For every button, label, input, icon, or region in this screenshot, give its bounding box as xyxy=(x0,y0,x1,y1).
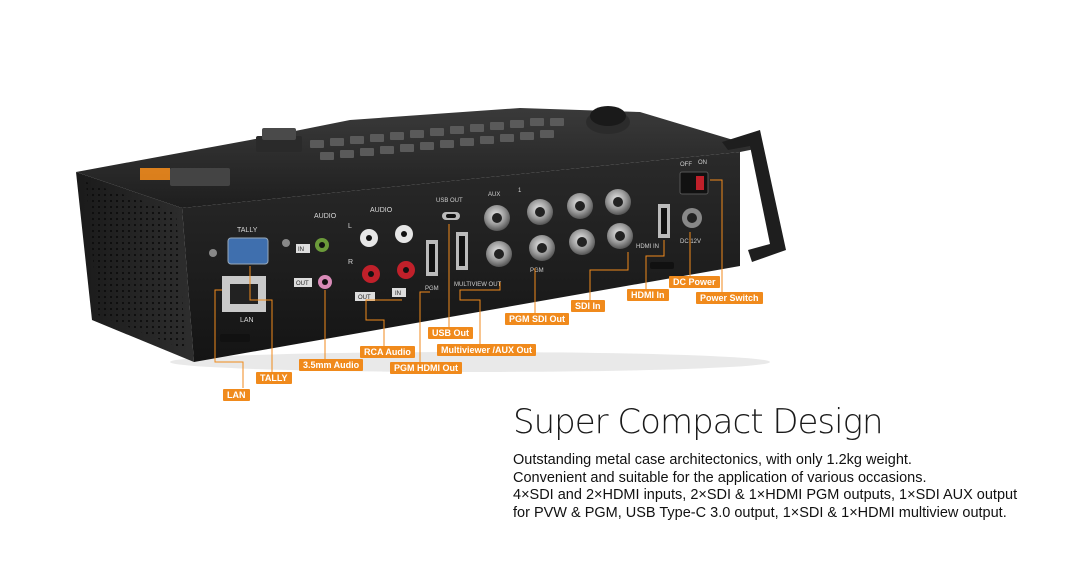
silk-pgm: PGM xyxy=(425,286,439,292)
callout-rca-audio: RCA Audio xyxy=(360,346,415,358)
foot-right xyxy=(650,262,674,269)
silk-on: ON xyxy=(698,160,707,166)
silk-out-box xyxy=(294,278,312,287)
leader-lines xyxy=(214,179,723,388)
silk-r: R xyxy=(348,259,353,266)
silk-one: 1 xyxy=(518,188,522,194)
top-accent-label xyxy=(140,168,170,180)
silk-audio-left: AUDIO xyxy=(314,213,337,220)
carry-handle xyxy=(722,130,786,262)
audio-35-in-hole xyxy=(319,242,325,248)
silk-in-box xyxy=(296,244,310,253)
silk-out-rca-box xyxy=(355,292,375,301)
callout-dc-power: DC Power xyxy=(669,276,720,288)
silk-aux: AUX xyxy=(488,192,500,198)
silk-usb-out: USB OUT xyxy=(436,198,463,204)
silk-in-rca: IN xyxy=(395,291,401,297)
callout-pgm-sdi-out: PGM SDI Out xyxy=(505,313,569,325)
top-surface xyxy=(76,108,760,208)
tally-screw-right xyxy=(282,239,290,247)
silk-lan: LAN xyxy=(240,317,254,324)
silk-out: OUT xyxy=(296,281,309,287)
joystick-knob xyxy=(590,106,626,126)
silk-pgm-sdi: PGM xyxy=(530,268,544,274)
tally-port xyxy=(227,237,269,265)
callout-usb-out: USB Out xyxy=(428,327,473,339)
description-line: Convenient and suitable for the applicat… xyxy=(513,469,927,486)
silk-in-rca-box xyxy=(392,288,406,297)
silk-dc12v: DC 12V xyxy=(680,239,701,245)
foot-left xyxy=(220,334,250,342)
callout-lan: LAN xyxy=(223,389,250,401)
silk-off: OFF xyxy=(680,162,692,168)
callout-pgm-hdmi-out: PGM HDMI Out xyxy=(390,362,462,374)
callout-3-5mm-audio: 3.5mm Audio xyxy=(299,359,364,371)
silk-hdmi-in: HDMI IN xyxy=(636,244,659,250)
t-bar-handle xyxy=(262,128,296,140)
silk-l: L xyxy=(348,223,352,230)
audio-35-out-hole xyxy=(322,279,328,285)
silk-tally: TALLY xyxy=(237,227,258,234)
silk-audio-right: AUDIO xyxy=(370,207,393,214)
description-line: for PVW & PGM, USB Type-C 3.0 output, 1×… xyxy=(513,504,1007,521)
side-vents xyxy=(86,182,186,350)
description-line: Outstanding metal case architectonics, w… xyxy=(513,452,912,468)
top-buttons xyxy=(170,118,564,186)
silk-multiview-out: MULTIVIEW OUT xyxy=(454,282,502,288)
sdi-bnc-connectors xyxy=(484,189,633,267)
callout-hdmi-in: HDMI In xyxy=(627,289,669,301)
tally-screw-left xyxy=(209,249,217,257)
page-title: Super Compact Design xyxy=(513,402,884,442)
silk-in: IN xyxy=(298,247,304,253)
callout-sdi-in: SDI In xyxy=(571,300,605,312)
silk-out-rca: OUT xyxy=(358,295,371,301)
description-line: 4×SDI and 2×HDMI inputs, 2×SDI & 1×HDMI … xyxy=(513,487,1018,503)
callout-power-switch: Power Switch xyxy=(696,292,763,304)
callout-tally: TALLY xyxy=(256,372,292,384)
lan-socket xyxy=(230,284,258,304)
feature-description: Outstanding metal case architectonics, w… xyxy=(513,452,1017,522)
callout-multiviewer-aux-out: Multiviewer /AUX Out xyxy=(437,344,537,356)
